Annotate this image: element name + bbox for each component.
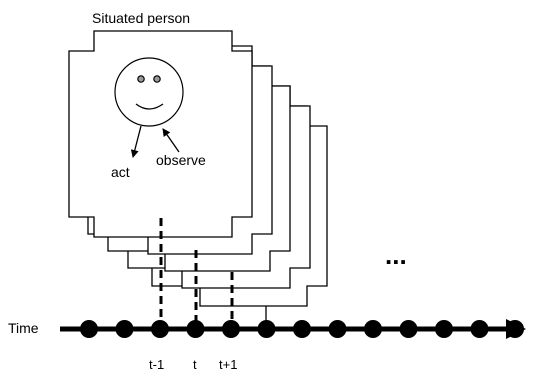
timeline-dot — [328, 320, 347, 338]
frame-front — [68, 30, 253, 238]
face-outline — [114, 57, 184, 127]
tick-label-t-plus-1: t+1 — [219, 357, 237, 372]
diagram-title: Situated person — [92, 10, 190, 26]
observe-label: observe — [156, 152, 206, 168]
timeline-dot — [470, 320, 489, 338]
timeline-dot — [293, 320, 311, 338]
frame-connectors — [159, 218, 234, 325]
right-eye — [153, 75, 161, 83]
act-arrow — [130, 125, 142, 158]
observe-arrow — [162, 128, 180, 153]
timeline-dot — [506, 320, 524, 338]
timeline-dot — [257, 320, 276, 338]
timeline-dot — [435, 320, 453, 338]
smile — [135, 103, 164, 110]
timeline-dot — [115, 320, 134, 338]
ellipsis: ... — [385, 240, 407, 270]
frame-stack — [68, 30, 328, 307]
timeline-dot — [364, 320, 382, 338]
time-axis-label: Time — [8, 320, 39, 336]
left-eye — [137, 75, 145, 83]
timeline-dot — [80, 320, 98, 338]
timeline-dot — [399, 320, 418, 338]
act-label: act — [111, 164, 130, 180]
timeline-dot — [186, 320, 205, 338]
timeline-dots — [80, 320, 524, 338]
timeline-dot — [222, 320, 240, 338]
smiley-face-icon — [114, 57, 184, 127]
tick-label-t: t — [193, 357, 197, 372]
tick-label-t-minus-1: t-1 — [149, 357, 164, 372]
timeline-dot — [151, 320, 169, 338]
